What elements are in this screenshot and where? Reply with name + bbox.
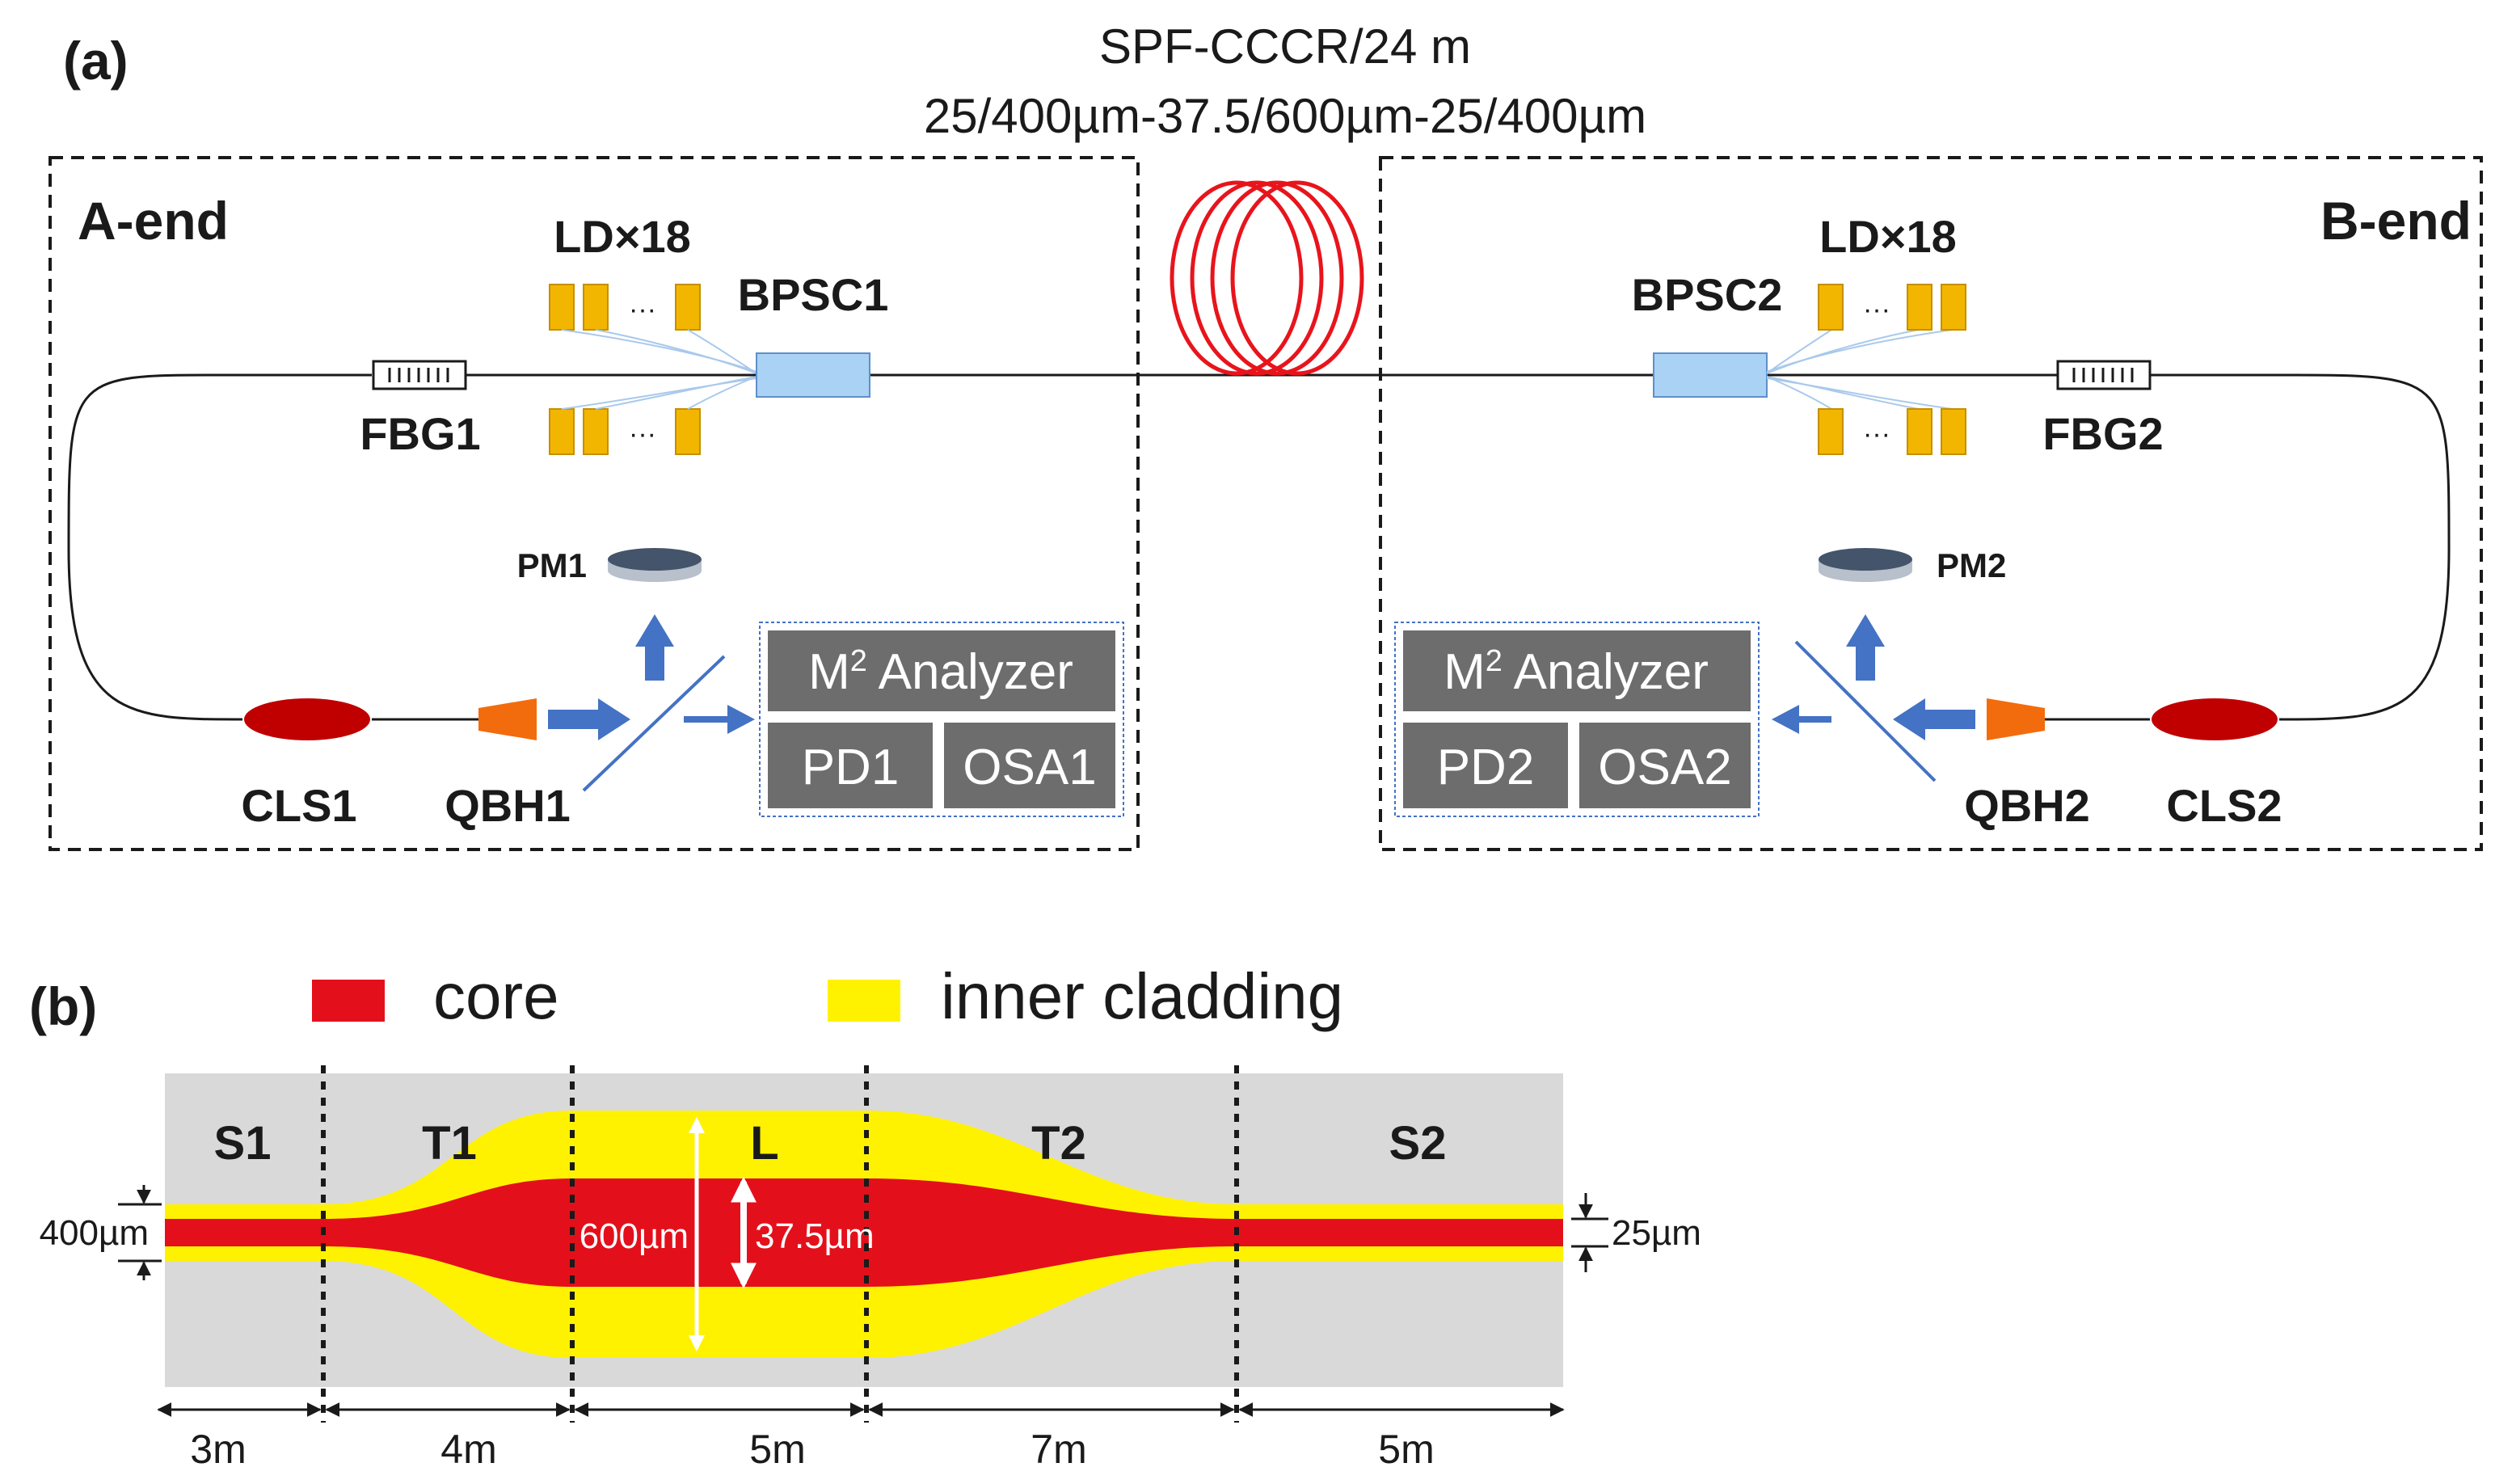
analyzer-group-b — [1394, 622, 1760, 817]
panel-a-label: (a) — [63, 31, 129, 91]
ld-label-a: LD×18 — [554, 211, 691, 262]
ld-label-b: LD×18 — [1819, 211, 1957, 262]
qbh2-label: QBH2 — [1964, 780, 2090, 831]
ld-array-a-bottom — [549, 408, 701, 455]
pm1-label: PM1 — [517, 546, 587, 584]
panel-b-label: (b) — [29, 976, 97, 1036]
panel-b: (b) core inner cladding S1 T1 L T2 S2 60… — [29, 960, 1701, 1472]
beam-splitter-a — [582, 655, 726, 792]
left-dim-marks — [118, 1185, 162, 1280]
right-dim-label: 25µm — [1612, 1213, 1701, 1253]
bpsc2 — [1653, 352, 1768, 398]
a-end-box — [48, 156, 1140, 851]
qbh2 — [1987, 698, 2045, 740]
clad-dim-label: 600µm — [580, 1216, 689, 1256]
legend-core-swatch — [312, 980, 385, 1022]
pm2 — [1819, 548, 1912, 582]
length-t2: 7m — [1031, 1427, 1086, 1472]
cls1 — [244, 698, 370, 740]
panel-a: (a) SPF-CCCR/24 m 25/400µm-37.5/600µm-25… — [48, 19, 2483, 851]
pm2-label: PM2 — [1937, 546, 2006, 584]
legend: core inner cladding — [312, 960, 1343, 1032]
section-t1: T1 — [422, 1117, 477, 1170]
legend-cladding-swatch — [828, 980, 900, 1022]
section-s1: S1 — [214, 1117, 272, 1170]
ld-ellipsis-b-top: ··· — [1863, 294, 1890, 325]
pm1 — [608, 548, 702, 582]
section-s2: S2 — [1389, 1117, 1447, 1170]
b-end-title: B-end — [2320, 191, 2472, 251]
left-dim-label: 400µm — [40, 1213, 149, 1253]
right-dim-marks — [1571, 1193, 1608, 1272]
core-dim-label: 37.5µm — [755, 1216, 875, 1256]
b-end-box — [1379, 156, 2483, 851]
length-s1: 3m — [190, 1427, 246, 1472]
legend-core-label: core — [433, 960, 559, 1032]
fbg2-label: FBG2 — [2042, 408, 2163, 459]
bpsc2-label: BPSC2 — [1632, 269, 1783, 320]
qbh1 — [478, 698, 537, 740]
bpsc1-label: BPSC1 — [738, 269, 889, 320]
fbg1 — [372, 360, 467, 390]
ld-ellipsis-a-top: ··· — [629, 294, 656, 325]
fiber-coil — [1170, 180, 1364, 376]
fiber-spec: 25/400µm-37.5/600µm-25/400µm — [924, 89, 1646, 143]
bpsc1 — [756, 352, 870, 398]
osa1-label: OSA1 — [963, 740, 1096, 795]
ld-array-b-bottom — [1818, 408, 1966, 455]
fiber-loop-b — [2150, 373, 2451, 721]
beam-splitter-b — [1794, 640, 1937, 782]
section-t2: T2 — [1031, 1117, 1086, 1170]
beam-arrows-a — [548, 614, 755, 740]
length-l: 5m — [749, 1427, 805, 1472]
a-end-title: A-end — [78, 191, 229, 251]
beam-arrows-b — [1772, 614, 1975, 740]
analyzer-b-label: M2 Analyzer — [1444, 644, 1709, 700]
section-dividers — [321, 1065, 1239, 1423]
osa2-label: OSA2 — [1598, 740, 1731, 795]
section-l: L — [750, 1117, 778, 1170]
cls2-label: CLS2 — [2166, 780, 2282, 831]
cls1-label: CLS1 — [241, 780, 356, 831]
length-s2: 5m — [1378, 1427, 1434, 1472]
ld-ellipsis-b-bottom: ··· — [1863, 419, 1890, 449]
ld-array-b-top — [1818, 284, 1966, 331]
analyzer-group-a — [759, 622, 1124, 817]
fiber-loop-a — [67, 373, 372, 721]
ld-array-a-top — [549, 284, 701, 331]
length-t1: 4m — [440, 1427, 496, 1472]
pd1-label: PD1 — [802, 740, 900, 795]
ld-ellipsis-a-bottom: ··· — [629, 419, 656, 449]
fbg2 — [2056, 360, 2152, 390]
cls2 — [2152, 698, 2278, 740]
ld-pigtails-b — [1766, 329, 1954, 410]
ld-pigtails-a — [561, 329, 757, 410]
legend-cladding-label: inner cladding — [941, 960, 1343, 1032]
fiber-title: SPF-CCCR/24 m — [1099, 19, 1471, 74]
qbh1-label: QBH1 — [445, 780, 571, 831]
analyzer-a-label: M2 Analyzer — [808, 644, 1073, 700]
pd2-label: PD2 — [1437, 740, 1535, 795]
fbg1-label: FBG1 — [360, 408, 480, 459]
